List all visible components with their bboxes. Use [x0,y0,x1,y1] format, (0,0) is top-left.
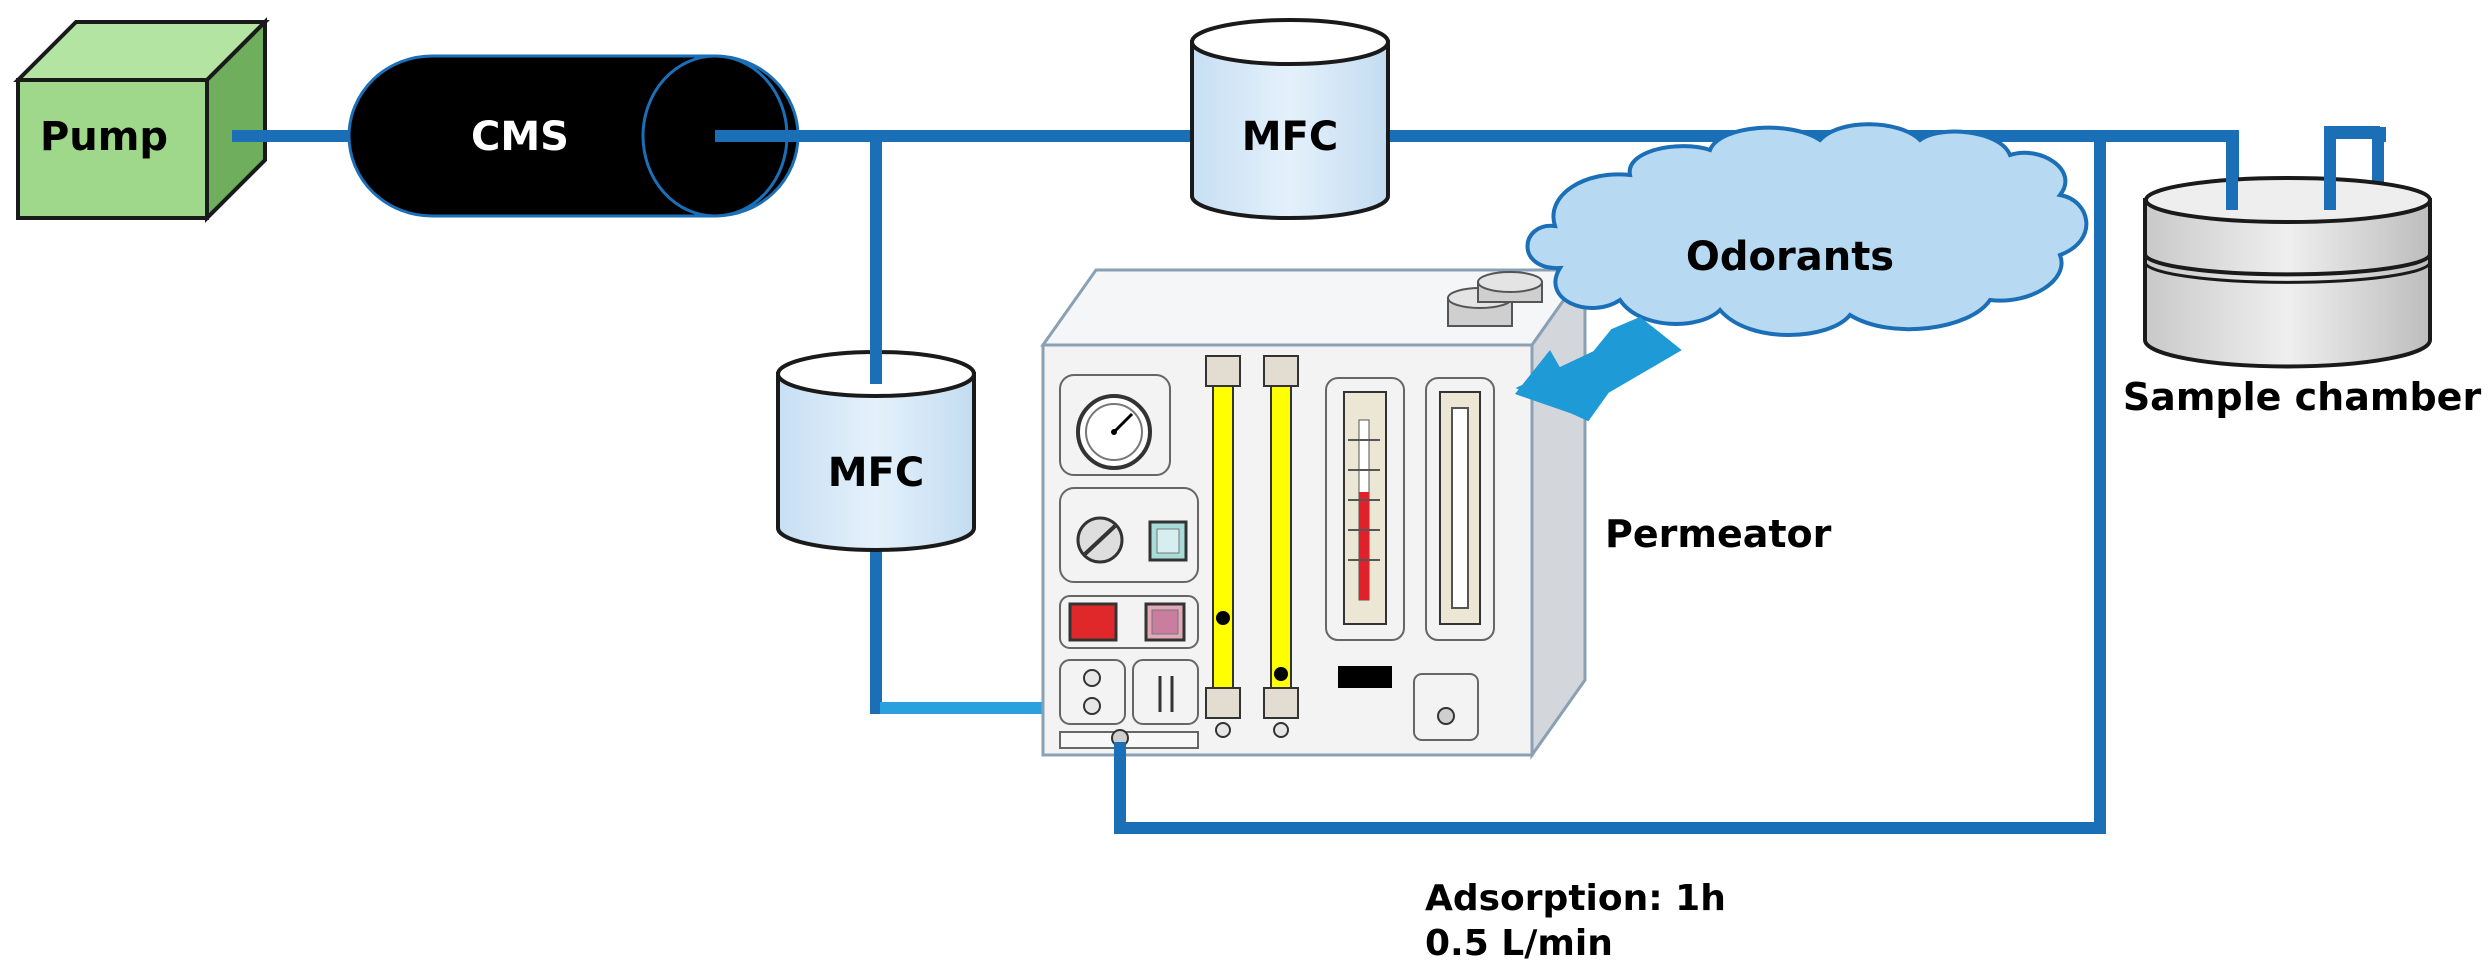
top-knobs [1447,271,1543,327]
sample-chamber: Sample chamber [2123,176,2482,419]
flowmeter-tubes [1205,355,1299,738]
permeator-label: Permeator [1605,512,1832,556]
thermo-select-panel [1059,487,1199,583]
line-panels [1059,659,1199,749]
cms-label: CMS [471,114,569,160]
water-panel [1425,377,1495,641]
pump: Pump [13,17,270,223]
odorant-flow-arrow [1515,316,1682,422]
pump-label: Pump [40,114,168,160]
sample-chamber-label: Sample chamber [2123,375,2482,419]
cms-cylinder: CMS [347,54,800,218]
odorants-label: Odorants [1686,234,1894,280]
mfc-top: MFC [1190,18,1390,220]
pipe-mfc-permeator [870,548,1040,714]
mfc-left-label: MFC [828,450,924,496]
pressure-gauge-panel [1059,374,1171,476]
thermo-panel [1325,377,1405,641]
display-window [1338,666,1392,688]
condition-line-1: Adsorption: 1h [1425,878,1726,919]
drain-panel [1413,673,1479,741]
permeator: Permeator [1040,265,1832,760]
adsorption-conditions: Adsorption: 1h 0.5 L/min [1425,878,1726,964]
condition-line-2: 0.5 L/min [1425,923,1613,964]
power-panel [1059,595,1199,649]
mfc-top-label: MFC [1242,114,1338,160]
odorants-cloud: Odorants [1525,122,2089,337]
